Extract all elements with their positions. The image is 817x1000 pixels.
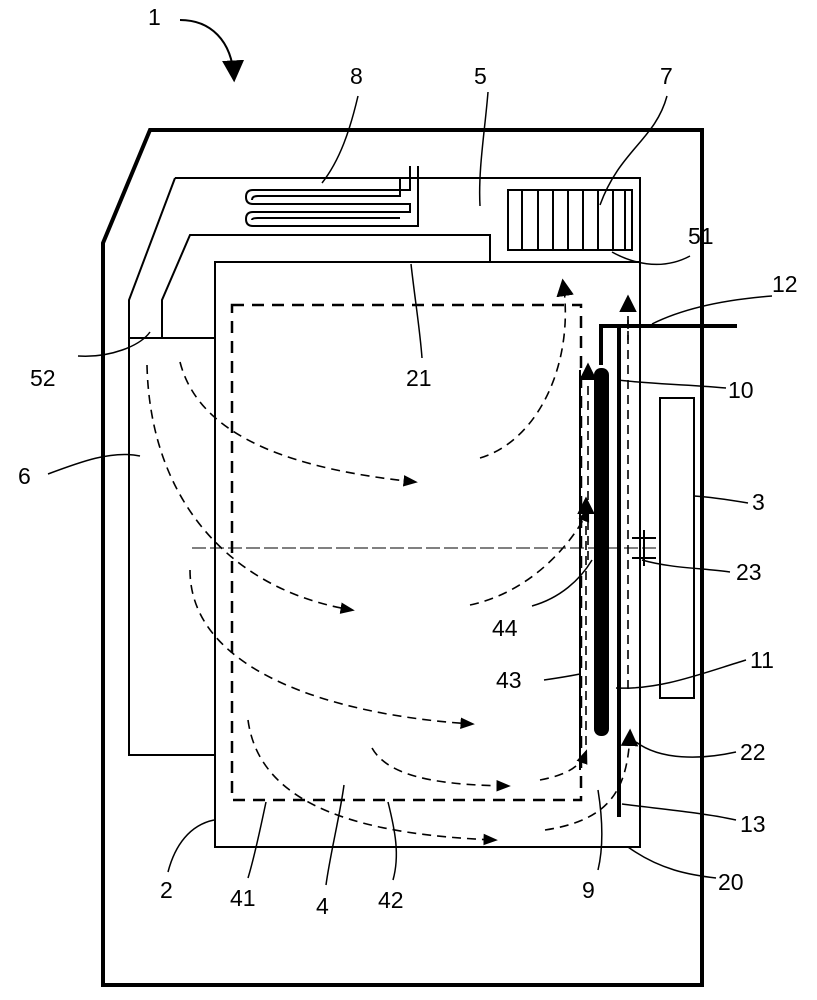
cabinet-outline — [101, 128, 704, 987]
leader-12 — [651, 295, 773, 325]
heat-exchanger-coil — [244, 166, 419, 227]
leader-22 — [635, 741, 737, 758]
flow-arrow-6 — [371, 747, 511, 792]
label-12: 12 — [772, 271, 798, 297]
flow-arrow-1 — [179, 361, 418, 487]
leader-20 — [627, 846, 717, 879]
leader-42 — [387, 801, 398, 881]
label-13: 13 — [740, 811, 766, 837]
label-9: 9 — [582, 877, 595, 903]
label-20: 20 — [718, 869, 744, 895]
upper-duct-outer — [128, 177, 641, 756]
label-6: 6 — [18, 463, 31, 489]
leader-10 — [617, 379, 727, 389]
leader-13 — [621, 803, 737, 821]
flow-arrow-5 — [189, 569, 475, 730]
drum-dashed — [230, 303, 583, 802]
leader-44 — [531, 559, 593, 607]
label-10: 10 — [728, 377, 754, 403]
rear-plate — [599, 324, 737, 817]
label-3: 3 — [752, 489, 765, 515]
leader-5 — [478, 91, 489, 207]
label-44: 44 — [492, 615, 518, 641]
label-5: 5 — [474, 63, 487, 89]
leader-8 — [321, 95, 359, 184]
label-52: 52 — [30, 365, 56, 391]
label-42: 42 — [378, 887, 404, 913]
label-41: 41 — [230, 885, 256, 911]
leader-9 — [597, 789, 603, 871]
label-8: 8 — [350, 63, 363, 89]
leader-51 — [611, 251, 691, 266]
label-11: 11 — [750, 647, 774, 673]
label-2: 2 — [160, 877, 173, 903]
ref-1-arrow — [179, 19, 245, 83]
leader-52 — [77, 331, 151, 357]
leader-21 — [410, 263, 423, 359]
heater-element — [594, 368, 609, 736]
leader-11 — [615, 659, 747, 689]
motor-block — [659, 397, 695, 699]
flow-arrow-8 — [247, 719, 498, 846]
flow-arrow-3 — [146, 364, 355, 614]
flow-arrow-4 — [469, 507, 590, 606]
leader-3 — [693, 495, 749, 504]
flow-arrow-7 — [539, 749, 588, 781]
label-43: 43 — [496, 667, 522, 693]
label-4: 4 — [316, 893, 329, 919]
leader-7 — [599, 95, 668, 206]
label-21: 21 — [406, 365, 432, 391]
leader-6 — [47, 453, 141, 475]
label-1: 1 — [148, 4, 161, 30]
label-51: 51 — [688, 223, 714, 249]
label-7: 7 — [660, 63, 673, 89]
tub — [214, 261, 641, 848]
upper-duct-inner — [161, 234, 491, 338]
leader-23 — [641, 559, 731, 573]
leader-41 — [247, 801, 267, 879]
heat-exchanger-coil-inner — [251, 178, 401, 221]
fan-block — [507, 189, 633, 251]
leader-2 — [167, 819, 215, 873]
leader-43 — [543, 673, 581, 681]
fan-grille — [521, 190, 626, 250]
flow-arrow-9 — [544, 728, 639, 831]
flow-arrow-2 — [479, 278, 574, 459]
leader-4 — [325, 784, 345, 886]
label-23: 23 — [736, 559, 762, 585]
label-22: 22 — [740, 739, 766, 765]
